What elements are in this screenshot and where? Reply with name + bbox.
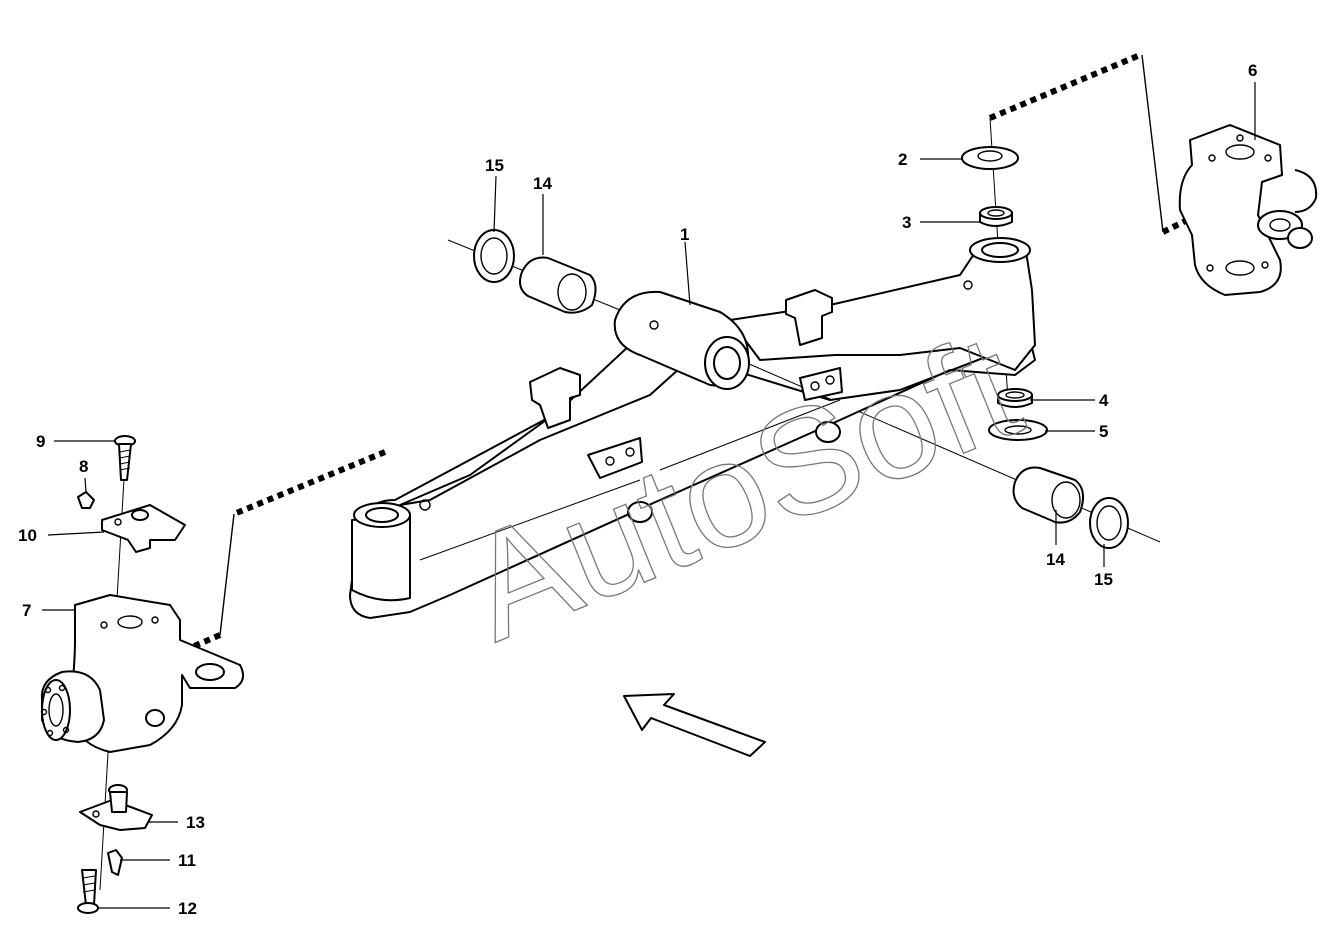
callout-14-left: 14: [533, 174, 552, 193]
callout-7: 7: [22, 601, 31, 620]
left-steering-knuckle: [40, 594, 245, 753]
callout-4: 4: [1099, 391, 1109, 410]
callout-labels: 1 2 3 4 5 6 7 8 9 10 11 12 13 14 14 15 1…: [18, 61, 1257, 918]
right-steering-knuckle: [1178, 124, 1318, 296]
callout-11: 11: [178, 851, 196, 870]
leader-lines: [42, 82, 1256, 909]
lower-washer: [988, 419, 1048, 441]
callout-5: 5: [1099, 422, 1108, 441]
upper-bearing: [979, 206, 1013, 227]
lower-bolt: [77, 869, 99, 914]
callout-3: 3: [902, 213, 911, 232]
right-bushing: [1012, 466, 1085, 524]
lower-bearing: [997, 388, 1033, 408]
callout-13: 13: [186, 813, 205, 832]
axle-beam: [349, 237, 1036, 619]
callout-12: 12: [178, 899, 197, 918]
left-bushing: [519, 256, 597, 314]
callout-6: 6: [1248, 61, 1257, 80]
callout-8: 8: [79, 457, 88, 476]
lower-plate: [79, 784, 153, 831]
callout-1: 1: [680, 225, 689, 244]
lower-grease-nipple: [107, 849, 123, 876]
callout-14-right: 14: [1046, 550, 1065, 569]
upper-grease-nipple: [77, 491, 95, 509]
upper-plate: [101, 504, 186, 553]
left-seal: [473, 229, 515, 283]
right-seal: [1089, 497, 1129, 549]
callout-2: 2: [898, 150, 907, 169]
callout-10: 10: [18, 526, 37, 545]
callout-15-right: 15: [1094, 570, 1113, 589]
upper-bolt: [114, 435, 136, 481]
direction-arrow: [623, 693, 766, 757]
callout-15-left: 15: [485, 156, 504, 175]
callout-9: 9: [36, 432, 45, 451]
upper-washer: [961, 146, 1019, 170]
